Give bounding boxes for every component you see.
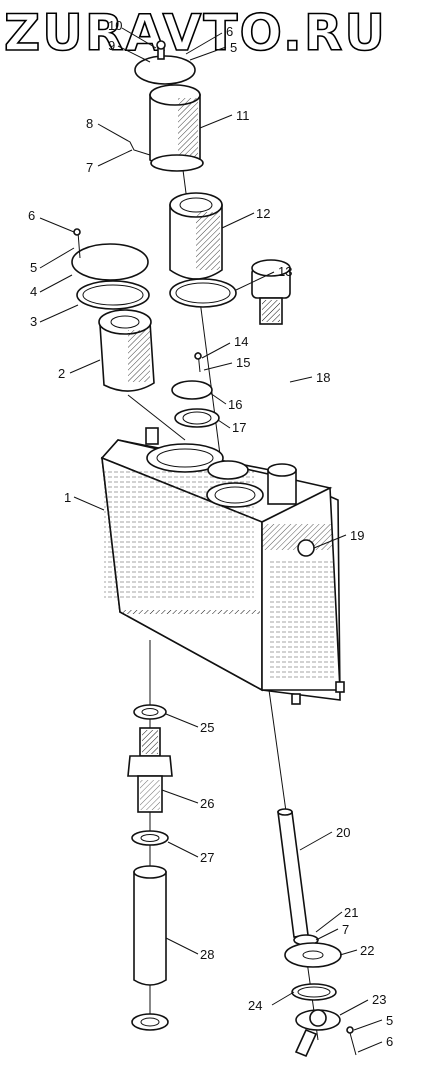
label-19: 19 — [350, 528, 364, 543]
label-25: 25 — [200, 720, 214, 735]
part-13-gasket-inner — [175, 282, 231, 304]
label-6a: 6 — [28, 208, 35, 223]
label-11: 11 — [236, 108, 250, 123]
part-bottom-bolt — [346, 1026, 357, 1056]
label-6b: 6 — [226, 24, 233, 39]
label-20: 20 — [336, 825, 350, 840]
part-20-intake-tube — [277, 808, 319, 946]
part-24-gasket — [291, 983, 337, 1001]
label-2: 2 — [58, 366, 65, 381]
label-17: 17 — [232, 420, 246, 435]
part-number-labels: 1 2 3 4 5 6 7 8 9 10 6 5 11 12 13 14 15 … — [28, 18, 393, 1049]
part-17-gasket — [174, 408, 220, 428]
label-5c: 5 — [386, 1013, 393, 1028]
label-1: 1 — [64, 490, 71, 505]
label-27: 27 — [200, 850, 214, 865]
part-16-disc — [171, 380, 213, 400]
leader-lines — [39, 27, 383, 1053]
part-3-seal-ring — [76, 280, 150, 310]
label-21: 21 — [344, 905, 358, 920]
part-22-flange — [284, 942, 342, 968]
watermark-text: ZURAVTO.RU — [4, 4, 387, 62]
label-15: 15 — [236, 355, 250, 370]
part-3-seal-ring-inner — [82, 284, 144, 306]
part-23-drain-valve — [294, 1009, 341, 1058]
label-23: 23 — [372, 992, 386, 1007]
part-14-screw — [194, 351, 202, 373]
label-18: 18 — [316, 370, 330, 385]
label-9: 9 — [108, 38, 115, 53]
part-1-fuel-tank — [100, 427, 345, 705]
part-11-filter — [149, 84, 204, 172]
part-4-lid — [71, 243, 149, 281]
label-7a: 7 — [86, 160, 93, 175]
part-24-gasket-inner — [297, 986, 331, 998]
label-14: 14 — [234, 334, 248, 349]
part-28-hose — [131, 865, 169, 1031]
label-13: 13 — [278, 264, 292, 279]
part-12-filter-element — [169, 192, 223, 280]
label-10: 10 — [108, 18, 122, 33]
part-18-filler-cap — [251, 259, 291, 325]
part-25-nut — [133, 704, 167, 720]
label-24: 24 — [248, 998, 262, 1013]
label-28: 28 — [200, 947, 214, 962]
label-3: 3 — [30, 314, 37, 329]
part-13-gasket — [169, 278, 237, 308]
part-top-cover — [134, 40, 196, 85]
label-7b: 7 — [342, 922, 349, 937]
part-17-gasket-inner — [182, 411, 212, 425]
label-16: 16 — [228, 397, 242, 412]
label-6c: 6 — [386, 1034, 393, 1049]
label-22: 22 — [360, 943, 374, 958]
label-4: 4 — [30, 284, 37, 299]
label-5b: 5 — [230, 40, 237, 55]
part-2-fuel-filter — [98, 309, 155, 392]
part-27-washer — [131, 830, 169, 846]
part-26-union-fitting — [127, 727, 173, 813]
assembly-axis-left — [127, 394, 186, 441]
label-5a: 5 — [30, 260, 37, 275]
label-8: 8 — [86, 116, 93, 131]
label-26: 26 — [200, 796, 214, 811]
label-12: 12 — [256, 206, 270, 221]
